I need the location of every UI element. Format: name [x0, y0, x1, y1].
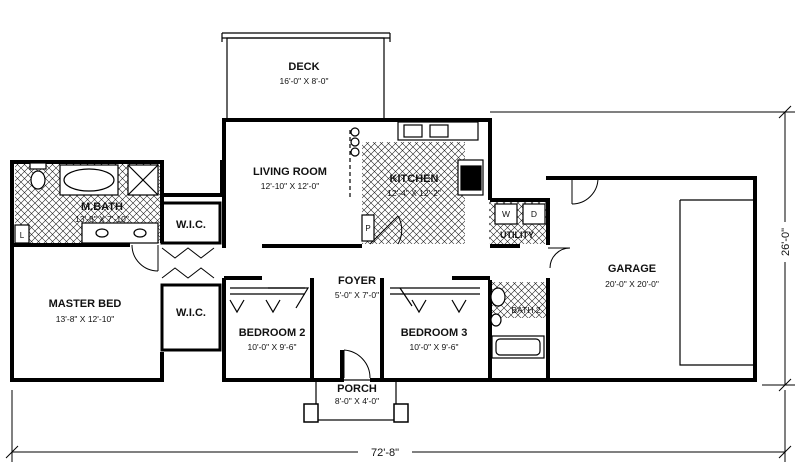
bath2-fixtures [490, 287, 545, 359]
room-dim-bed2: 10'-0" X 9'-6" [248, 342, 297, 352]
room-name-bed3: BEDROOM 3 [401, 327, 468, 339]
room-name-wic-lower: W.I.C. [176, 307, 206, 319]
room-labels: DECK 16'-0" X 8'-0" LIVING ROOM 12'-10" … [49, 61, 659, 406]
room-name-bed2: BEDROOM 2 [239, 327, 306, 339]
room-dim-bed3: 10'-0" X 9'-6" [410, 342, 459, 352]
room-name-master: MASTER BED [49, 298, 122, 310]
overall-width-label: 72'-8" [371, 447, 399, 459]
porch [303, 379, 409, 423]
closet-doors [229, 287, 480, 314]
room-name-living: LIVING ROOM [253, 166, 327, 178]
washer-label: W [502, 209, 510, 219]
room-name-kitchen: KITCHEN [390, 173, 439, 185]
room-dim-garage: 20'-0" X 20'-0" [605, 279, 659, 289]
room-dim-kitchen: 12'-4" X 12'-2" [387, 188, 441, 198]
utility-fixtures [494, 203, 546, 225]
linen-label: L [20, 231, 25, 240]
dimension-lines [5, 105, 795, 462]
room-dim-mbath: 13'-8" X 7'-10" [75, 214, 129, 224]
room-name-deck: DECK [288, 61, 319, 73]
room-name-mbath: M.BATH [81, 201, 123, 213]
room-dim-master: 13'-8" X 12'-10" [56, 314, 114, 324]
pantry-label: P [365, 224, 370, 233]
kitchen-fixtures [349, 121, 484, 242]
room-name-garage: GARAGE [608, 263, 656, 275]
deck [221, 32, 391, 121]
room-name-foyer: FOYER [338, 275, 376, 287]
room-dim-foyer: 5'-0" X 7'-0" [335, 290, 379, 300]
room-name-wic-upper: W.I.C. [176, 219, 206, 231]
doors [131, 177, 599, 379]
master-bath-fixtures [14, 162, 159, 244]
room-name-porch: PORCH [337, 383, 377, 395]
room-dim-living: 12'-10" X 12'-0" [261, 181, 319, 191]
overall-depth-label: 26'-0" [780, 228, 792, 256]
room-name-utility: UTILITY [500, 230, 534, 240]
room-dim-porch: 8'-0" X 4'-0" [335, 396, 379, 406]
room-dim-deck: 16'-0" X 8'-0" [280, 76, 329, 86]
walls [10, 118, 757, 382]
garage-slab [679, 199, 756, 366]
dryer-label: D [531, 209, 537, 219]
room-name-bath2: BATH 2 [511, 305, 540, 315]
